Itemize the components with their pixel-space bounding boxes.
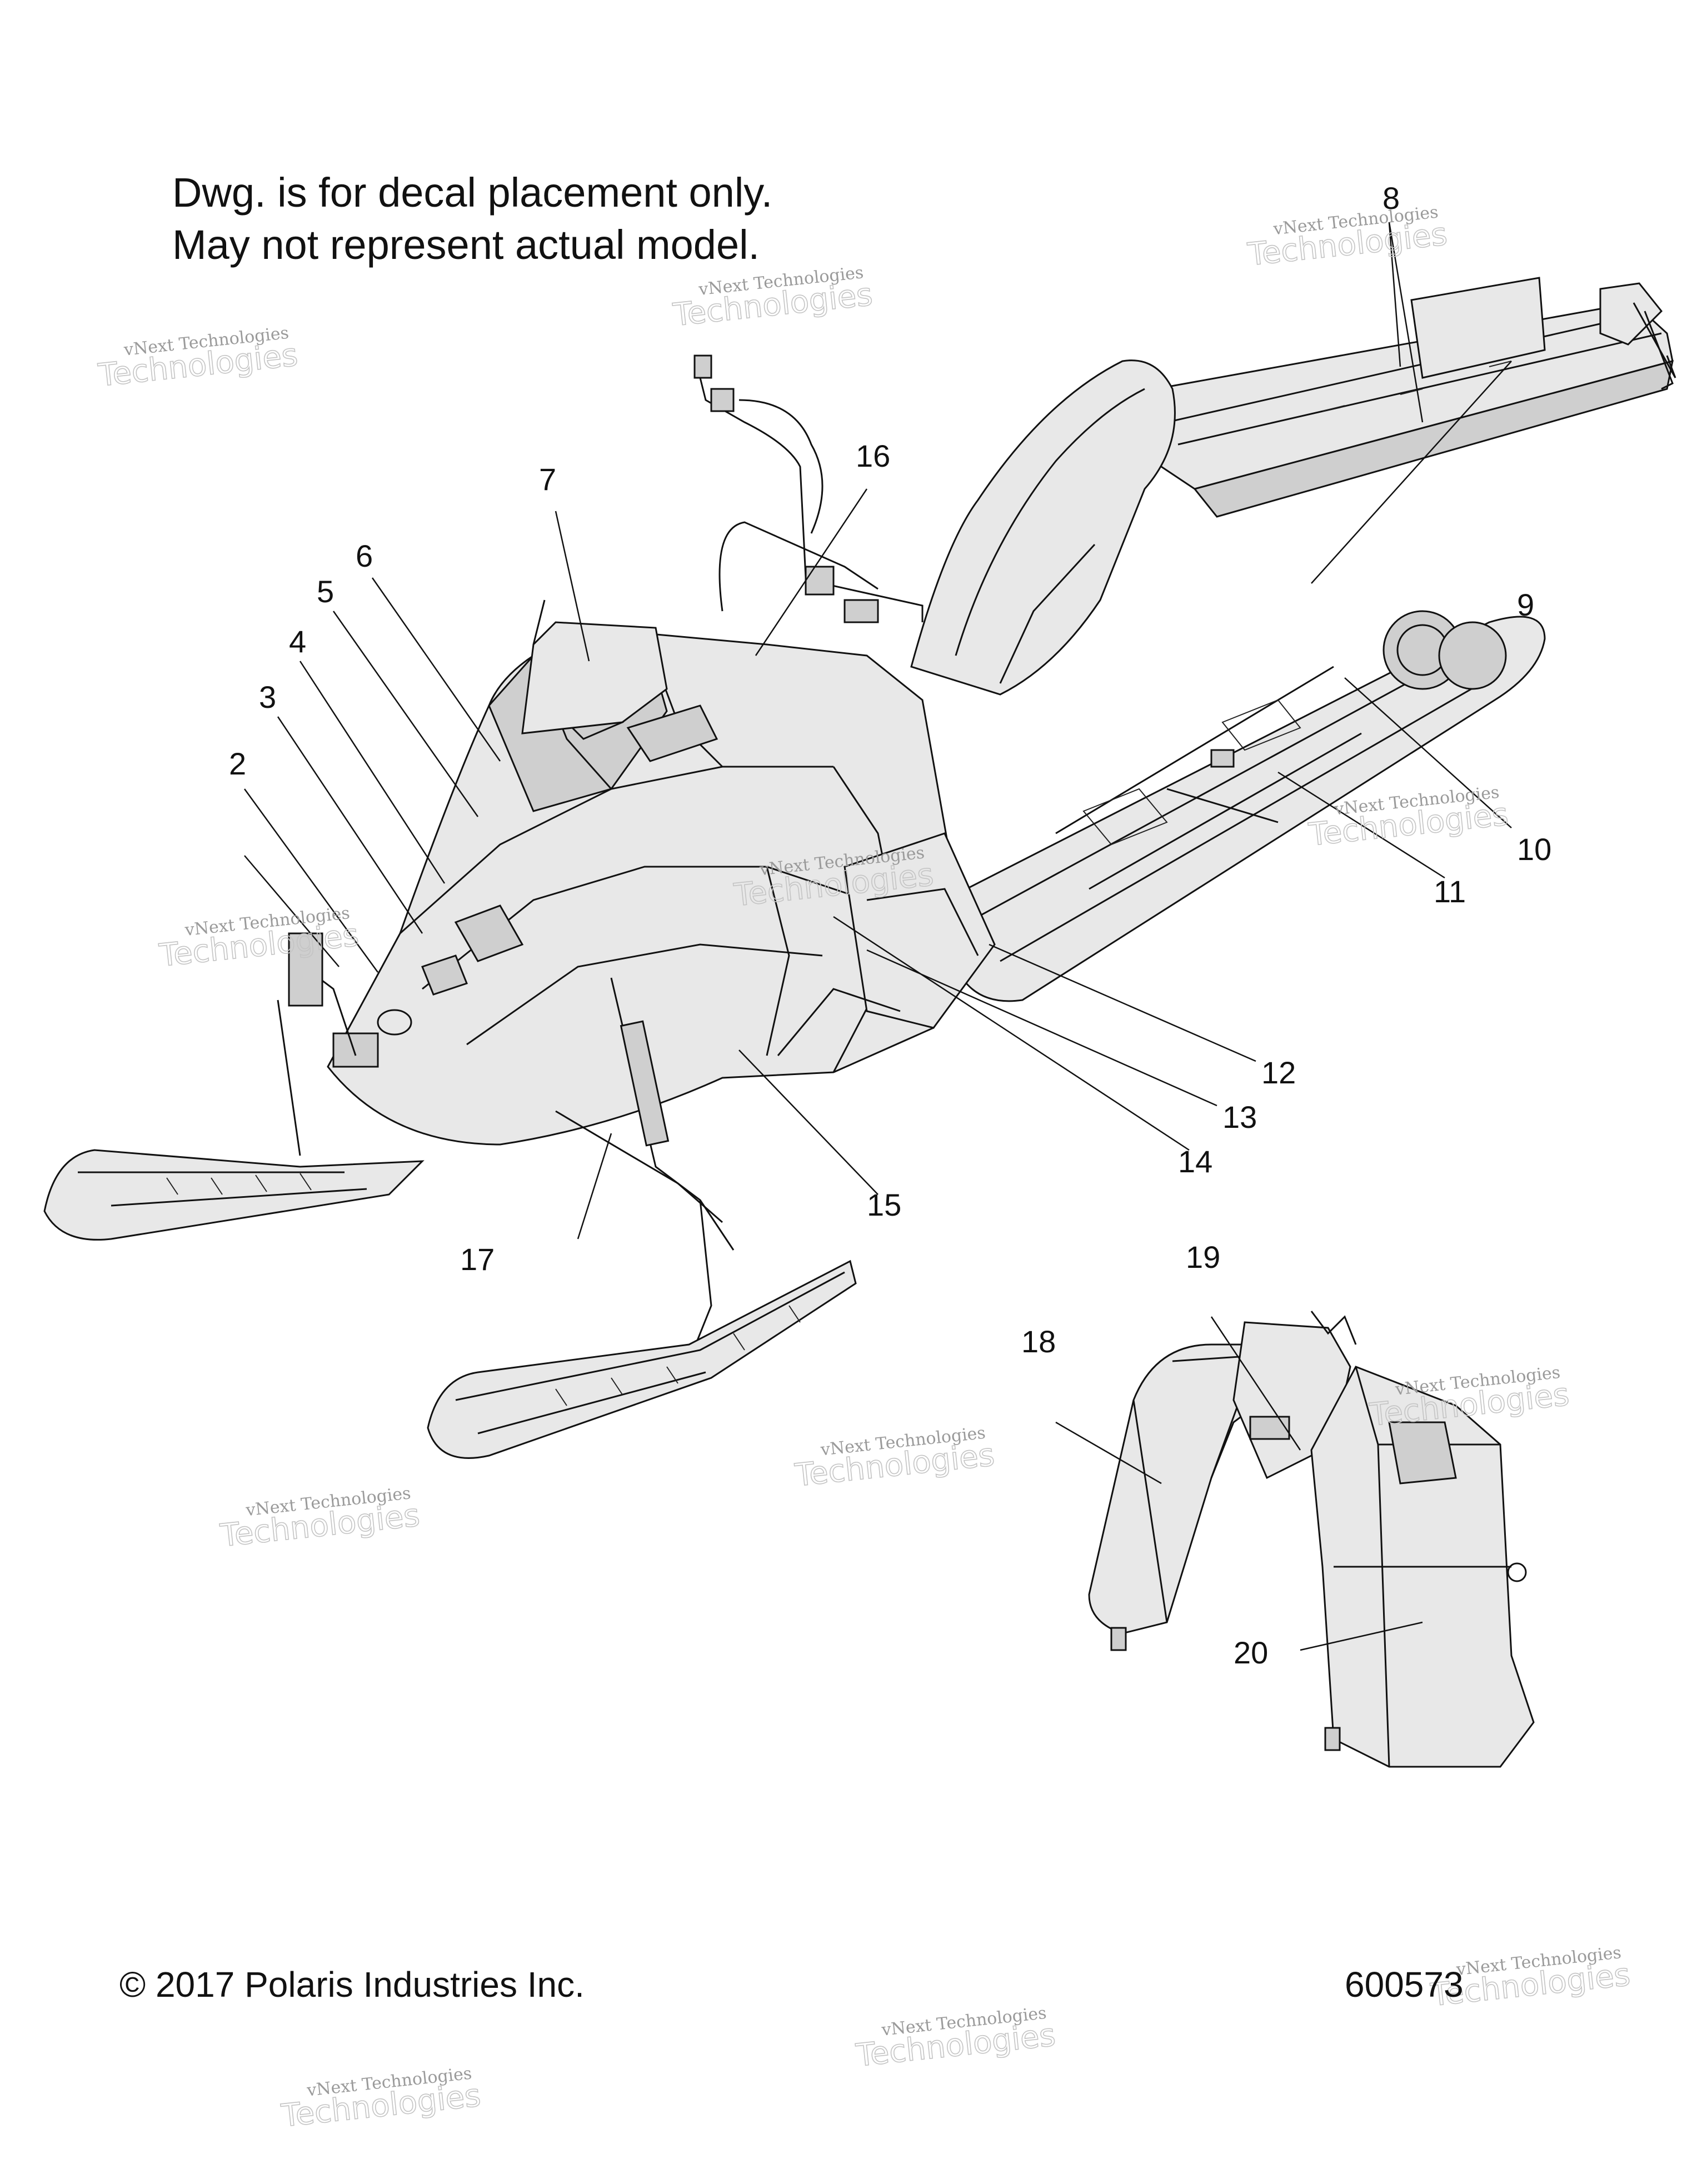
watermark: vNext Technologies Technologies (854, 2003, 1057, 2075)
callout-12: 12 (1261, 1055, 1296, 1090)
drawing-note: Dwg. is for decal placement only. May no… (172, 167, 772, 271)
callout-14: 14 (1178, 1144, 1212, 1179)
watermark: vNext Technologies Technologies (279, 2064, 483, 2135)
callout-9: 9 (1517, 587, 1534, 622)
watermark: vNext Technologies Technologies (218, 1483, 422, 1555)
callout-4: 4 (289, 624, 306, 659)
right-ski (427, 1260, 857, 1459)
watermark: vNext Technologies Technologies (157, 903, 361, 974)
watermark: vNext Technologies Technologies (671, 263, 875, 334)
callout-6: 6 (356, 538, 373, 573)
watermark: vNext Technologies Technologies (792, 1423, 996, 1495)
callout-7: 7 (539, 462, 556, 497)
drawing-number: 600573 (1345, 1965, 1464, 2005)
callout-8: 8 (1382, 181, 1400, 216)
track-suspension (944, 610, 1546, 1002)
callout-labels: 2 3 4 5 6 7 8 9 10 11 12 13 14 15 16 17 … (229, 181, 1551, 1670)
callout-3: 3 (259, 679, 276, 714)
callout-17: 17 (460, 1242, 495, 1277)
callout-18: 18 (1021, 1324, 1056, 1359)
front-suspension (277, 932, 735, 1362)
leader-lines (243, 222, 1512, 1651)
callout-2: 2 (229, 746, 246, 781)
callout-20: 20 (1234, 1635, 1268, 1670)
drawing-note-line-2: May not represent actual model. (172, 222, 760, 268)
hood-body (327, 599, 996, 1146)
copyright-text: © 2017 Polaris Industries Inc. (119, 1965, 585, 2005)
tunnel (1144, 277, 1676, 518)
watermark: vNext Technologies Technologies (96, 323, 300, 394)
side-panel-20 (1310, 1366, 1535, 1768)
callout-13: 13 (1222, 1100, 1257, 1135)
callout-11: 11 (1434, 874, 1466, 909)
watermark: vNext Technologies Technologies (1367, 1363, 1571, 1434)
drawing-note-line-1: Dwg. is for decal placement only. (172, 169, 773, 216)
callout-15: 15 (867, 1187, 901, 1222)
callout-5: 5 (317, 574, 334, 609)
callout-16: 16 (856, 438, 890, 473)
callout-19: 19 (1186, 1240, 1220, 1275)
callout-10: 10 (1517, 832, 1551, 867)
seat (910, 359, 1176, 696)
left-ski (43, 1149, 425, 1241)
watermark: vNext Technologies Technologies (1245, 202, 1449, 273)
handlebars (693, 354, 924, 623)
